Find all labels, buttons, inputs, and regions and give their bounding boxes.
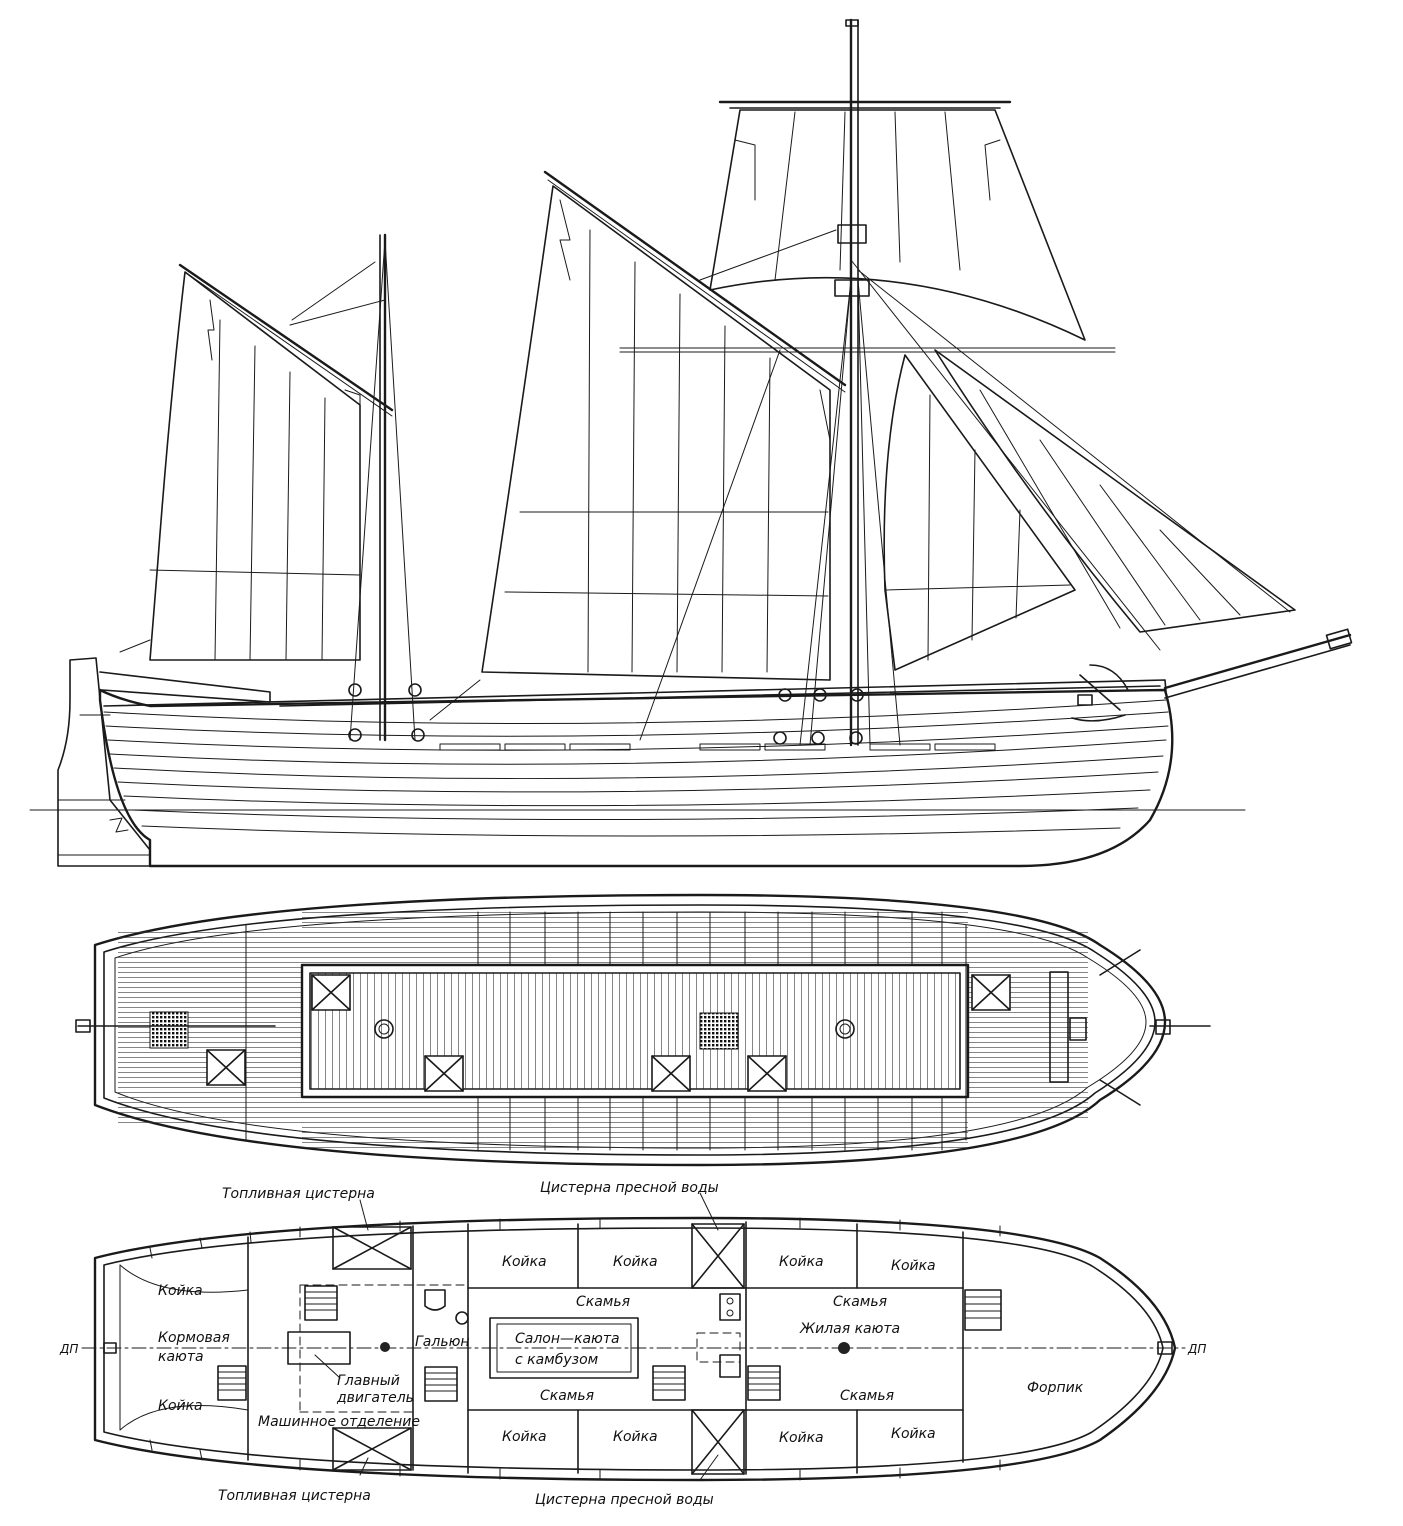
label-dp-right: ДП (1187, 1342, 1206, 1356)
label-bench-salon-top: Скамья (576, 1294, 630, 1310)
label-fuel-tank-bottom: Топливная цистерна (218, 1488, 371, 1504)
rudder (57, 657, 151, 867)
hull-planking (103, 699, 1169, 837)
label-salon-1: Салон—каюта (515, 1331, 620, 1347)
label-berth-living-bottom-1: Койка (779, 1430, 824, 1446)
label-stern-cabin-1: Кормовая (158, 1330, 230, 1346)
main-mast (773, 18, 901, 747)
label-head: Гальюн (415, 1334, 470, 1350)
label-bench-living-top: Скамья (833, 1294, 887, 1310)
label-berth-stern-bottom: Койка (158, 1398, 203, 1414)
label-berth-living-top-1: Койка (779, 1254, 824, 1270)
deckhouse (300, 963, 970, 1099)
label-berth-living-top-2: Койка (891, 1258, 936, 1274)
label-main-engine-1: Главный (337, 1373, 400, 1389)
mizzen-gaff (178, 263, 394, 412)
label-salon-2: с камбузом (515, 1352, 599, 1368)
label-bench-living-bottom: Скамья (840, 1388, 894, 1404)
label-water-tank-top: Цистерна пресной воды (540, 1180, 719, 1196)
anchor (1071, 664, 1129, 722)
bowsprit (1163, 628, 1353, 699)
label-forepeak: Форпик (1027, 1380, 1084, 1396)
label-stern-cabin-2: каюта (158, 1349, 204, 1365)
label-fuel-tank-top: Топливная цистерна (222, 1186, 375, 1202)
deck-hull-outline (93, 893, 1167, 1167)
jib (934, 349, 1296, 633)
label-living-cabin: Жилая каюта (799, 1321, 900, 1337)
mizzen-sail (149, 271, 361, 661)
accommodation-plan: Топливная цистерна Топливная цистерна Ци… (59, 1180, 1206, 1508)
label-engine-room: Машинное отделение (258, 1414, 420, 1430)
label-bench-salon-bottom: Скамья (540, 1388, 594, 1404)
side-elevation (29, 18, 1353, 868)
topsail (709, 109, 1086, 341)
label-berth-stern-top: Койка (158, 1283, 203, 1299)
deck-plan (75, 893, 1211, 1167)
mizzen-mast (348, 233, 425, 742)
main-sail (481, 185, 831, 681)
main-gaff (543, 170, 847, 387)
label-dp-left: ДП (59, 1342, 78, 1356)
label-berth-salon-bottom-1: Койка (502, 1429, 547, 1445)
label-water-tank-bottom: Цистерна пресной воды (535, 1492, 714, 1508)
label-berth-salon-bottom-2: Койка (613, 1429, 658, 1445)
label-berth-salon-top-2: Койка (613, 1254, 658, 1270)
label-berth-salon-top-1: Койка (502, 1254, 547, 1270)
label-berth-living-bottom-2: Койка (891, 1426, 936, 1442)
label-main-engine-2: двигатель (336, 1390, 414, 1406)
